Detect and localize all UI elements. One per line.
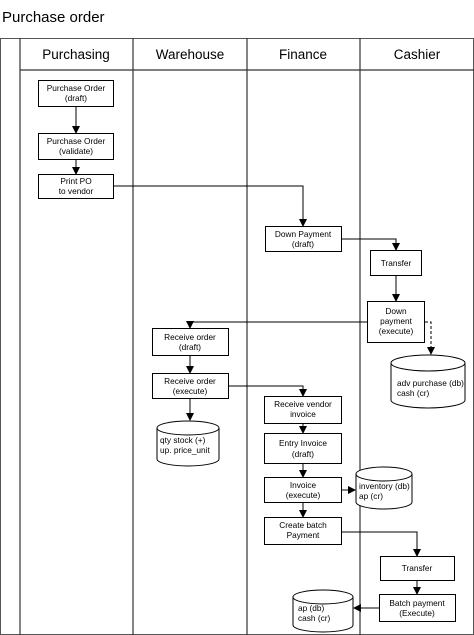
node-label-line: (validate) [59, 146, 93, 156]
node-label-line: (execute) [286, 490, 321, 500]
node-label-line: invoice [290, 409, 316, 419]
edge-print-to-down-payment [114, 185, 307, 227]
db-adv-purchase: adv purchase (db) cash (cr) [390, 354, 466, 409]
node-receive-order-draft: Receive order (draft) [152, 328, 229, 356]
node-label-line: Transfer [381, 258, 412, 268]
db-label-line: up. price_unit [160, 445, 211, 455]
edge-batch-to-transfer [342, 531, 421, 557]
node-label-line: to vendor [59, 186, 94, 196]
db-label-line: ap (cr) [359, 491, 383, 501]
db-label-line: inventory (db) [359, 481, 410, 491]
node-label-line: Batch payment [389, 598, 445, 608]
node-label-line: Transfer [402, 563, 433, 573]
node-print-po: Print PO to vendor [38, 174, 114, 199]
node-receive-order-execute: Receive order (execute) [152, 373, 229, 399]
node-label-line: (execute) [379, 326, 414, 336]
node-label-line: (draft) [65, 93, 87, 103]
db-inventory: inventory (db) ap (cr) [355, 466, 413, 510]
node-label-line: Print PO [60, 176, 92, 186]
node-receive-vendor-invoice: Receive vendor invoice [264, 396, 342, 424]
node-label-line: Receive vendor [274, 399, 332, 409]
node-label-line: (draft) [292, 239, 314, 249]
node-label-line: Receive order [164, 376, 216, 386]
node-label-line: payment [380, 316, 413, 326]
node-label-line: (draft) [292, 449, 314, 459]
node-invoice-execute: Invoice (execute) [264, 477, 342, 503]
db-label-line: qty stock (+) [160, 435, 206, 445]
db-label-line: adv purchase (db) [397, 378, 464, 388]
node-label-line: Purchase Order [47, 83, 106, 93]
db-ap-cash: ap (db) cash (cr) [292, 589, 354, 633]
node-label-line: Entry Invoice [279, 438, 327, 448]
node-label-line: (draft) [179, 342, 201, 352]
node-purchase-order-draft: Purchase Order (draft) [38, 80, 114, 107]
node-label-line: Invoice [290, 480, 317, 490]
node-label-line: Down Payment [275, 229, 332, 239]
node-down-payment-draft: Down Payment (draft) [265, 226, 342, 252]
node-label-line: (Execute) [399, 608, 435, 618]
edge-down-payment-to-receive-order [186, 321, 367, 329]
node-down-payment-execute: Down payment (execute) [367, 301, 425, 343]
node-label-line: Create batch [279, 520, 327, 530]
node-entry-invoice: Entry Invoice (draft) [264, 433, 342, 464]
edge-down-payment-to-transfer [341, 238, 400, 251]
lane-header-purchasing: Purchasing [42, 47, 110, 62]
node-transfer-2: Transfer [380, 556, 455, 581]
edge-receive-execute-to-vendor-invoice [228, 385, 307, 397]
db-label-line: ap (db) [298, 603, 325, 613]
lane-header-cashier: Cashier [394, 47, 441, 62]
node-purchase-order-validate: Purchase Order (validate) [38, 133, 114, 160]
db-qty-stock: qty stock (+) up. price_unit [156, 420, 220, 467]
node-transfer-1: Transfer [370, 250, 422, 276]
node-batch-payment-execute: Batch payment (Execute) [379, 594, 456, 622]
diagram-title: Purchase order [2, 9, 105, 26]
node-create-batch-payment: Create batch Payment [264, 517, 342, 545]
db-label-line: cash (cr) [298, 613, 331, 623]
node-label-line: (execute) [173, 386, 208, 396]
node-label-line: Payment [287, 530, 320, 540]
lane-header-finance: Finance [279, 47, 327, 62]
lane-header-warehouse: Warehouse [156, 47, 225, 62]
edge-down-payment-to-db [425, 321, 435, 355]
node-label-line: Down [385, 306, 407, 316]
db-label-line: cash (cr) [397, 388, 430, 398]
node-label-line: Receive order [164, 332, 216, 342]
node-label-line: Purchase Order [47, 136, 106, 146]
